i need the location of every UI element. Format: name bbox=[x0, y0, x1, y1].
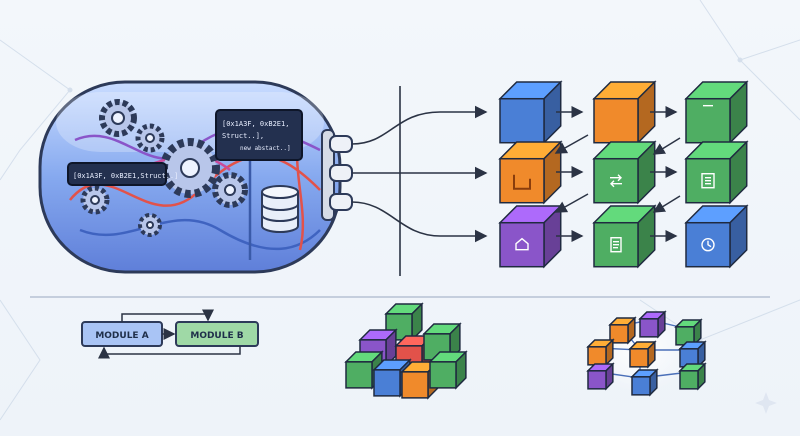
network-cube bbox=[608, 316, 637, 345]
network-cube bbox=[628, 340, 657, 369]
code-panel-top: [0x1A3F, 0xB2E1, Struct..], new abstact.… bbox=[215, 109, 303, 161]
house-icon bbox=[515, 237, 529, 251]
network-cube bbox=[630, 368, 659, 397]
network-cube bbox=[678, 362, 707, 391]
grid-cube bbox=[684, 80, 749, 145]
list-icon bbox=[701, 173, 715, 189]
module-diagram: MODULE A MODULE B bbox=[81, 309, 259, 359]
code-panel-top-line2: Struct..], bbox=[222, 132, 264, 140]
connector-lines bbox=[351, 86, 488, 276]
stack-cube bbox=[422, 322, 462, 362]
grid-cube bbox=[592, 80, 657, 145]
grid-cube bbox=[498, 204, 563, 269]
code-panel-left: [0x1A3F, 0xB2E1,Struct..] bbox=[67, 162, 178, 186]
grid-arrows bbox=[554, 106, 681, 242]
network-cube bbox=[674, 318, 703, 347]
network-cube bbox=[638, 310, 667, 339]
clock-icon bbox=[701, 238, 715, 252]
gear-icon bbox=[160, 138, 220, 198]
network-cube bbox=[586, 338, 615, 367]
code-panel-top-line1: [0x1A3F, 0xB2E1, bbox=[222, 120, 289, 128]
cube-grid bbox=[498, 80, 749, 269]
database-icon bbox=[261, 185, 299, 233]
code-panel-top-line3: new abstact..] bbox=[240, 145, 291, 152]
module-b-box bbox=[175, 321, 259, 347]
stack-cube bbox=[428, 350, 468, 390]
cube-network bbox=[586, 308, 707, 397]
module-a-label: MODULE A bbox=[95, 331, 148, 341]
grid-cube bbox=[592, 140, 657, 205]
processing-capsule: [0x1A3F, 0xB2E1, Struct..], new abstact.… bbox=[38, 80, 353, 274]
gear-icon bbox=[135, 123, 165, 153]
gear-icon bbox=[138, 213, 162, 237]
gear-icon bbox=[99, 99, 137, 137]
grid-cube bbox=[684, 204, 749, 269]
gear-icon bbox=[212, 172, 248, 208]
output-ports bbox=[329, 135, 353, 211]
module-b-label: MODULE B bbox=[190, 331, 243, 341]
open-box-icon bbox=[513, 174, 531, 190]
sparkle-icon bbox=[755, 392, 777, 414]
cube-stack bbox=[344, 302, 468, 400]
grid-cube bbox=[684, 140, 749, 205]
document-icon bbox=[610, 237, 622, 253]
grid-cube bbox=[498, 80, 563, 145]
network-cube bbox=[586, 362, 615, 391]
code-panel-left-line1: [0x1A3F, 0xB2E1,Struct..] bbox=[73, 172, 178, 180]
grid-cube bbox=[498, 140, 563, 205]
network-cube bbox=[678, 340, 707, 369]
grid-cube bbox=[592, 204, 657, 269]
stack-cube bbox=[344, 350, 384, 390]
swap-arrows-icon bbox=[610, 174, 622, 188]
gear-icon bbox=[80, 185, 110, 215]
